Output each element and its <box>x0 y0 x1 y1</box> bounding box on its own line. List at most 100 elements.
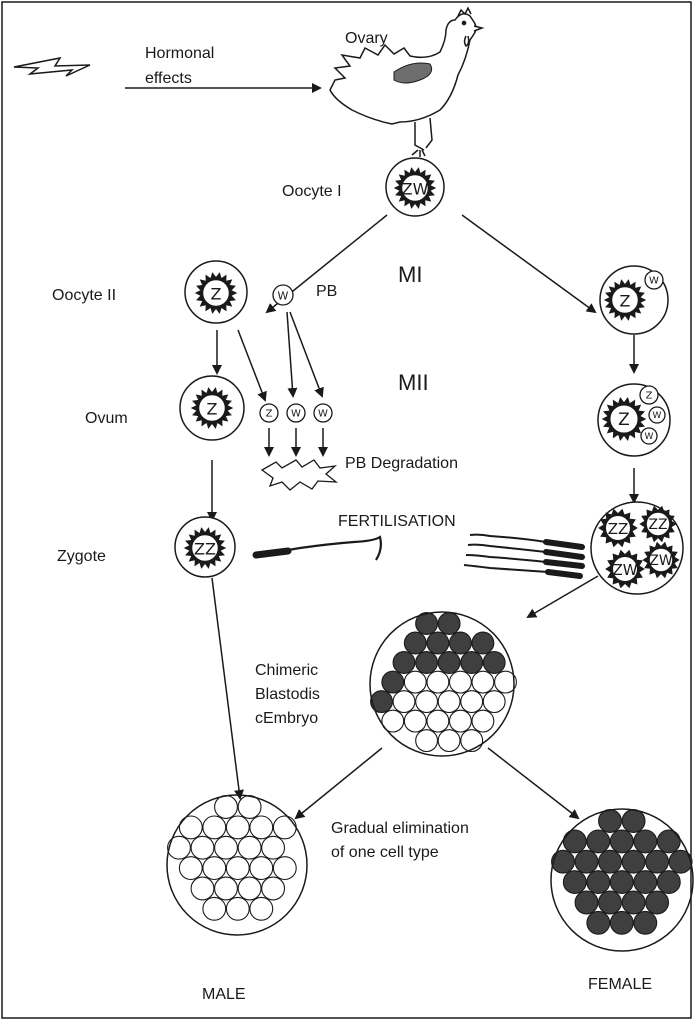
female-embryo-cell <box>646 891 669 914</box>
polar-body-1-label: W <box>278 290 289 303</box>
arrow-right-to-blastodisc <box>528 576 598 617</box>
arrow-blastodisc-to-female <box>488 748 578 818</box>
meiosis-2-label: MII <box>398 370 429 396</box>
chimeric-blastodisc-cell <box>472 632 494 654</box>
male-embryo-cell <box>226 857 249 880</box>
chimeric-blastodisc-cell <box>438 691 460 713</box>
ovum-label: Ovum <box>85 410 128 428</box>
hormonal-effects-label-line2: effects <box>145 70 192 88</box>
female-embryo-cell <box>610 911 633 934</box>
female-embryo-cell <box>610 871 633 894</box>
arrow-pb-to-w2 <box>290 312 322 396</box>
chimeric-label-line3: cEmbryo <box>255 710 318 728</box>
female-embryo-cell <box>599 891 622 914</box>
female-embryo-cell <box>657 871 680 894</box>
chimeric-blastodisc-cell <box>416 691 438 713</box>
female-embryo-cell <box>599 850 622 873</box>
oocyte-1-label: Oocyte I <box>282 183 342 201</box>
female-embryo-cell <box>634 871 657 894</box>
chimeric-blastodisc-cell <box>404 632 426 654</box>
chimeric-label-line1: Chimeric <box>255 662 318 680</box>
male-embryo-cell <box>226 897 249 920</box>
male-embryo-cell <box>203 816 226 839</box>
right-nucleus-zz1-chromosome-label: ZZ <box>608 520 629 538</box>
chimeric-blastodisc-cell <box>472 671 494 693</box>
female-embryo-cell <box>657 830 680 853</box>
polar-body-w1-label: W <box>291 409 301 420</box>
female-label: FEMALE <box>588 976 652 994</box>
male-embryo-cell <box>238 836 261 859</box>
zygote-label: Zygote <box>57 548 106 566</box>
chimeric-blastodisc-cell <box>416 730 438 752</box>
arrow-oocyte2-to-z <box>238 330 265 400</box>
male-embryo-cell <box>215 836 238 859</box>
chimeric-blastodisc-cell <box>427 710 449 732</box>
chimeric-blastodisc-cell <box>461 691 483 713</box>
chimeric-blastodisc-cell <box>472 710 494 732</box>
male-embryo-cell <box>262 836 285 859</box>
chimeric-blastodisc-cell <box>427 671 449 693</box>
meiosis-1-label: MI <box>398 262 422 288</box>
female-embryo-cell <box>622 891 645 914</box>
male-embryo-cell <box>179 816 202 839</box>
female-embryo-cell <box>575 850 598 873</box>
female-embryo-cell <box>563 871 586 894</box>
male-embryo-cell <box>203 857 226 880</box>
male-embryo-cell <box>238 877 261 900</box>
female-embryo-cell <box>587 911 610 934</box>
hormonal-effects-label-line1: Hormonal <box>145 45 214 63</box>
female-embryo-cell <box>552 850 575 873</box>
oocyte-2-chromosome-label: Z <box>211 285 222 304</box>
chimeric-blastodisc-cell <box>393 652 415 674</box>
male-embryo-cell <box>215 877 238 900</box>
male-embryo-cell <box>215 796 238 819</box>
male-embryo-cell <box>191 877 214 900</box>
degradation-splash-icon <box>262 460 336 490</box>
arrow-blastodisc-to-male <box>296 748 382 818</box>
chimeric-blastodisc-cell <box>450 710 472 732</box>
chimeric-blastodisc-cell <box>427 632 449 654</box>
chimeric-blastodisc-cell <box>404 671 426 693</box>
female-embryo-cell <box>646 850 669 873</box>
polar-body-w2-label: W <box>318 409 328 420</box>
sperm-right-group-icon <box>464 535 582 576</box>
gradual-elimination-label-line1: Gradual elimination <box>331 820 469 838</box>
chimeric-label-line2: Blastodis <box>255 686 320 704</box>
male-label: MALE <box>202 986 246 1004</box>
chimeric-blastodisc-cell <box>438 730 460 752</box>
male-embryo-cell <box>203 897 226 920</box>
male-embryo-cell <box>250 816 273 839</box>
female-embryo-cell <box>587 871 610 894</box>
chimeric-blastodisc-cell <box>483 652 505 674</box>
male-embryo-cell <box>191 836 214 859</box>
male-embryo-cell <box>250 897 273 920</box>
chimeric-blastodisc-cell <box>382 671 404 693</box>
chimeric-blastodisc-cell <box>438 652 460 674</box>
female-embryo-cell <box>622 810 645 833</box>
fertilisation-label: FERTILISATION <box>338 513 456 531</box>
ovary-label: Ovary <box>345 30 388 48</box>
male-embryo-cell <box>262 877 285 900</box>
ovum-chromosome-label: Z <box>207 400 218 419</box>
oocyte-1-chromosome-label: ZW <box>402 180 429 199</box>
polar-body-label: PB <box>316 283 337 301</box>
chimeric-blastodisc-cell <box>461 730 483 752</box>
chimeric-blastodisc-cell <box>438 613 460 635</box>
female-embryo-cell <box>634 911 657 934</box>
right-nucleus-zz2-chromosome-label: ZZ <box>648 517 667 533</box>
chimeric-blastodisc-cell <box>393 691 415 713</box>
right-oocyte-chromosome-label: Z <box>620 292 631 311</box>
female-embryo-cell <box>610 830 633 853</box>
gradual-elimination-label-line2: of one cell type <box>331 844 439 862</box>
zygote-chromosome-label: ZZ <box>194 540 216 559</box>
sperm-left-icon <box>256 537 381 560</box>
female-embryo-cell <box>599 810 622 833</box>
right-polar-body-label: W <box>649 276 659 287</box>
lightning-bolt-icon <box>14 58 90 76</box>
right-pb-z-label: Z <box>646 391 653 402</box>
male-embryo-cell <box>273 816 296 839</box>
arrow-oocyte1-to-right <box>462 215 595 312</box>
right-nucleus-zw2-chromosome-label: ZW <box>612 561 637 579</box>
